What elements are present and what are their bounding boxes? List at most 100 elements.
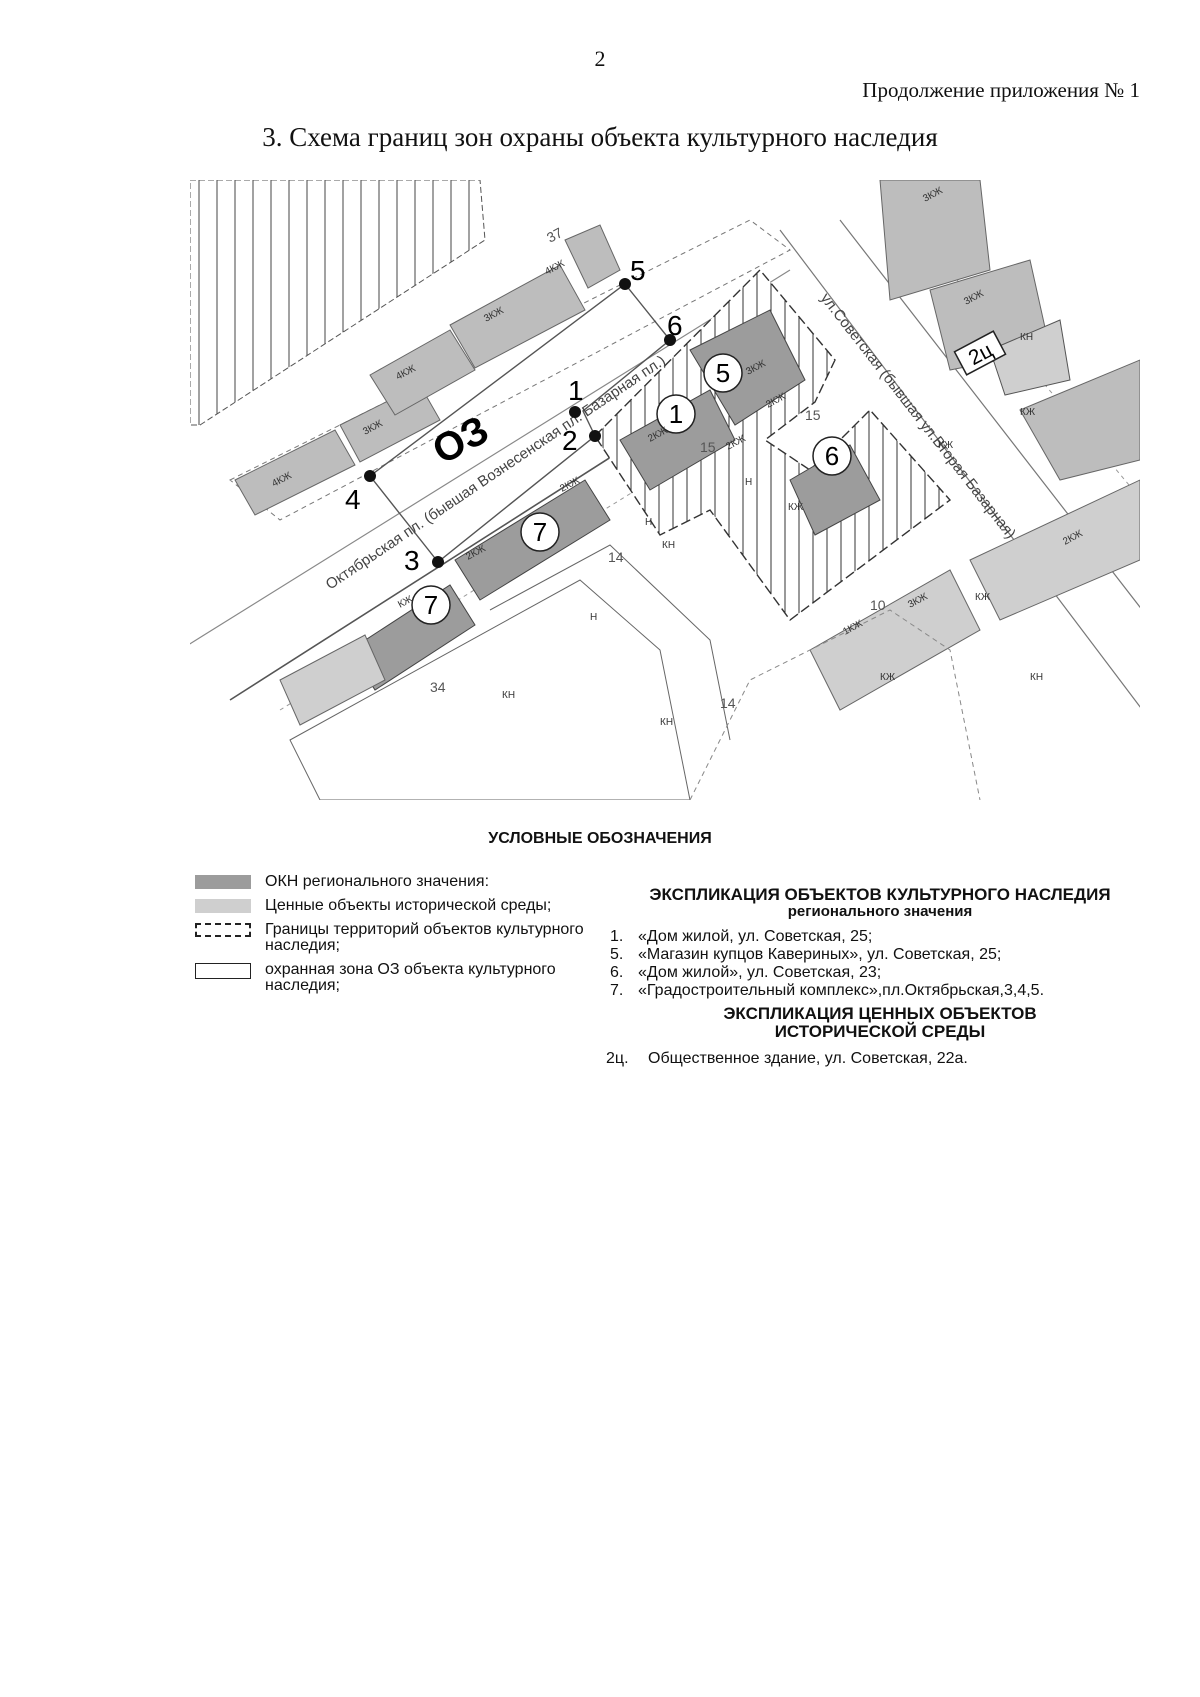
lot-number: 15 bbox=[700, 439, 716, 455]
legend-label-territory-border: Границы территорий объектов культурного … bbox=[265, 921, 584, 954]
lot-number: 34 bbox=[430, 679, 446, 695]
protection-zone-swatch bbox=[195, 963, 251, 979]
valued-building-2c bbox=[989, 319, 1071, 396]
building-code: Н bbox=[745, 477, 752, 488]
boundary-point-3 bbox=[432, 556, 444, 568]
object-marker-label-7a: 7 bbox=[533, 517, 547, 547]
boundary-point-label-4: 4 bbox=[345, 484, 361, 515]
hatched-block-northwest bbox=[190, 180, 486, 426]
block-south-outline bbox=[289, 579, 691, 800]
legend-item-territory-border: Границы территорий объектов культурного … bbox=[195, 922, 615, 954]
explication: ЭКСПЛИКАЦИЯ ОБЪЕКТОВ КУЛЬТУРНОГО НАСЛЕДИ… bbox=[606, 885, 1150, 1067]
lot-number: 10 bbox=[870, 597, 886, 613]
explication-item-text: «Дом жилой, ул. Советская, 25; bbox=[638, 928, 873, 945]
boundary-point-label-3: 3 bbox=[404, 545, 420, 576]
block-south-inner bbox=[489, 544, 731, 741]
appendix-continuation: Продолжение приложения № 1 bbox=[862, 78, 1140, 102]
page-number: 2 bbox=[594, 46, 606, 71]
scheme-title: 3. Схема границ зон охраны объекта культ… bbox=[262, 122, 938, 152]
boundary-point-label-5: 5 bbox=[630, 255, 646, 286]
valued-explication-item-number: 2ц. bbox=[606, 1050, 629, 1067]
lot-number: 37 bbox=[544, 224, 565, 246]
building-east-1 bbox=[1019, 359, 1140, 481]
legend-item-protection-zone: охранная зона ОЗ объекта культурного нас… bbox=[195, 962, 615, 994]
building-north-1 bbox=[234, 429, 356, 516]
object-marker-7a bbox=[520, 512, 560, 552]
street-sovetskaya-edge-a bbox=[779, 229, 1140, 708]
legend-label-okn: ОКН регионального значения: bbox=[265, 873, 490, 890]
building-code: КЖ bbox=[975, 592, 991, 603]
explication-item: 1. «Дом жилой, ул. Советская, 25; bbox=[610, 928, 1150, 945]
explication-heading: ЭКСПЛИКАЦИЯ ОБЪЕКТОВ КУЛЬТУРНОГО НАСЛЕДИ… bbox=[649, 885, 1111, 904]
boundary-point-6 bbox=[664, 334, 676, 346]
explication-item: 5. «Магазин купцов Кавериных», ул. Совет… bbox=[610, 946, 1150, 963]
valued-building-south-1 bbox=[279, 634, 386, 726]
explication-item: 6. «Дом жилой», ул. Советская, 23; bbox=[610, 964, 1150, 981]
boundary-point-1 bbox=[569, 406, 581, 418]
building-code: КЖ bbox=[938, 440, 954, 451]
building-code: КЖ bbox=[788, 502, 804, 513]
explication-item-number: 7. bbox=[610, 982, 624, 999]
boundary-point-4 bbox=[364, 470, 376, 482]
valued-explication-item: 2ц. Общественное здание, ул. Советская, … bbox=[606, 1050, 1150, 1067]
lot-number: 15 bbox=[805, 407, 821, 423]
explication-item-number: 5. bbox=[610, 946, 624, 963]
protection-zone-map: ОЗ Октябрьская пл. (бывшая Вознесенская … bbox=[190, 180, 1140, 800]
object-marker-label-1: 1 bbox=[669, 399, 683, 429]
lot-number: 14 bbox=[608, 549, 624, 565]
valued-object-swatch bbox=[195, 899, 251, 913]
legend-item-okn: ОКН регионального значения: bbox=[195, 874, 615, 890]
object-markers: 1 5 6 7 7 bbox=[411, 353, 852, 625]
block-southeast-outline bbox=[689, 609, 981, 800]
road-edge-north bbox=[190, 269, 791, 645]
object-marker-1 bbox=[656, 394, 696, 434]
explication-item-text: «Дом жилой», ул. Советская, 23; bbox=[638, 964, 882, 981]
legend-heading: УСЛОВНЫЕ ОБОЗНАЧЕНИЯ bbox=[488, 830, 712, 847]
object-marker-label-6: 6 bbox=[825, 441, 839, 471]
building-code: КН bbox=[660, 717, 673, 728]
boundary-point-label-1: 1 bbox=[568, 375, 584, 406]
explication-item: 7. «Градостроительный комплекс»,пл.Октяб… bbox=[610, 982, 1150, 999]
valued-object-box-2c bbox=[953, 330, 1007, 376]
legend: ОКН регионального значения: Ценные объек… bbox=[195, 874, 615, 1002]
boundary-point-2 bbox=[589, 430, 601, 442]
explication-item-text: «Градостроительный комплекс»,пл.Октябрьс… bbox=[638, 982, 1045, 999]
building-code: КЖ bbox=[1020, 407, 1036, 418]
boundary-point-5 bbox=[619, 278, 631, 290]
building-northeast-1 bbox=[879, 180, 991, 301]
valued-building-east-2 bbox=[969, 479, 1140, 621]
object-marker-label-7b: 7 bbox=[424, 590, 438, 620]
territory-border-swatch bbox=[195, 923, 251, 937]
okn-building-5 bbox=[689, 309, 806, 426]
building-code: КЖ bbox=[880, 672, 896, 683]
explication-subheading: регионального значения bbox=[787, 903, 973, 920]
explication-item-text: «Магазин купцов Кавериных», ул. Советска… bbox=[638, 946, 1002, 963]
building-code: КН bbox=[1020, 332, 1033, 343]
building-code: КН bbox=[1030, 672, 1043, 683]
lot-number: 14 bbox=[720, 695, 736, 711]
valued-explication-heading: ЭКСПЛИКАЦИЯ ЦЕННЫХ ОБЪЕКТОВ bbox=[723, 1004, 1037, 1023]
object-marker-label-5: 5 bbox=[716, 358, 730, 388]
valued-explication-subheading: ИСТОРИЧЕСКОЙ СРЕДЫ bbox=[774, 1022, 986, 1041]
boundary-point-label-2: 2 bbox=[562, 425, 578, 456]
object-marker-7b bbox=[411, 585, 451, 625]
building-code: КН bbox=[662, 540, 675, 551]
building-north-4 bbox=[449, 264, 586, 369]
lot-numbers: 15 15 14 14 10 34 37 bbox=[430, 224, 886, 711]
okn-swatch bbox=[195, 875, 251, 889]
object-marker-5 bbox=[703, 353, 743, 393]
boundary-points: 1 2 3 4 5 6 bbox=[345, 255, 683, 576]
building-code: Н bbox=[590, 612, 597, 623]
explication-item-number: 6. bbox=[610, 964, 624, 981]
heritage-territory-main bbox=[594, 268, 952, 621]
building-code: Н bbox=[645, 517, 652, 528]
legend-label-valued: Ценные объекты исторической среды; bbox=[265, 897, 552, 914]
building-north-3 bbox=[369, 329, 476, 416]
valued-building-south-2 bbox=[809, 569, 981, 711]
explication-item-number: 1. bbox=[610, 928, 624, 945]
object-marker-6 bbox=[812, 436, 852, 476]
legend-item-valued: Ценные объекты исторической среды; bbox=[195, 898, 615, 914]
legend-label-protection-zone: охранная зона ОЗ объекта культурного нас… bbox=[265, 961, 556, 994]
valued-explication-item-text: Общественное здание, ул. Советская, 22а. bbox=[648, 1050, 968, 1067]
building-north-5 bbox=[564, 224, 621, 289]
